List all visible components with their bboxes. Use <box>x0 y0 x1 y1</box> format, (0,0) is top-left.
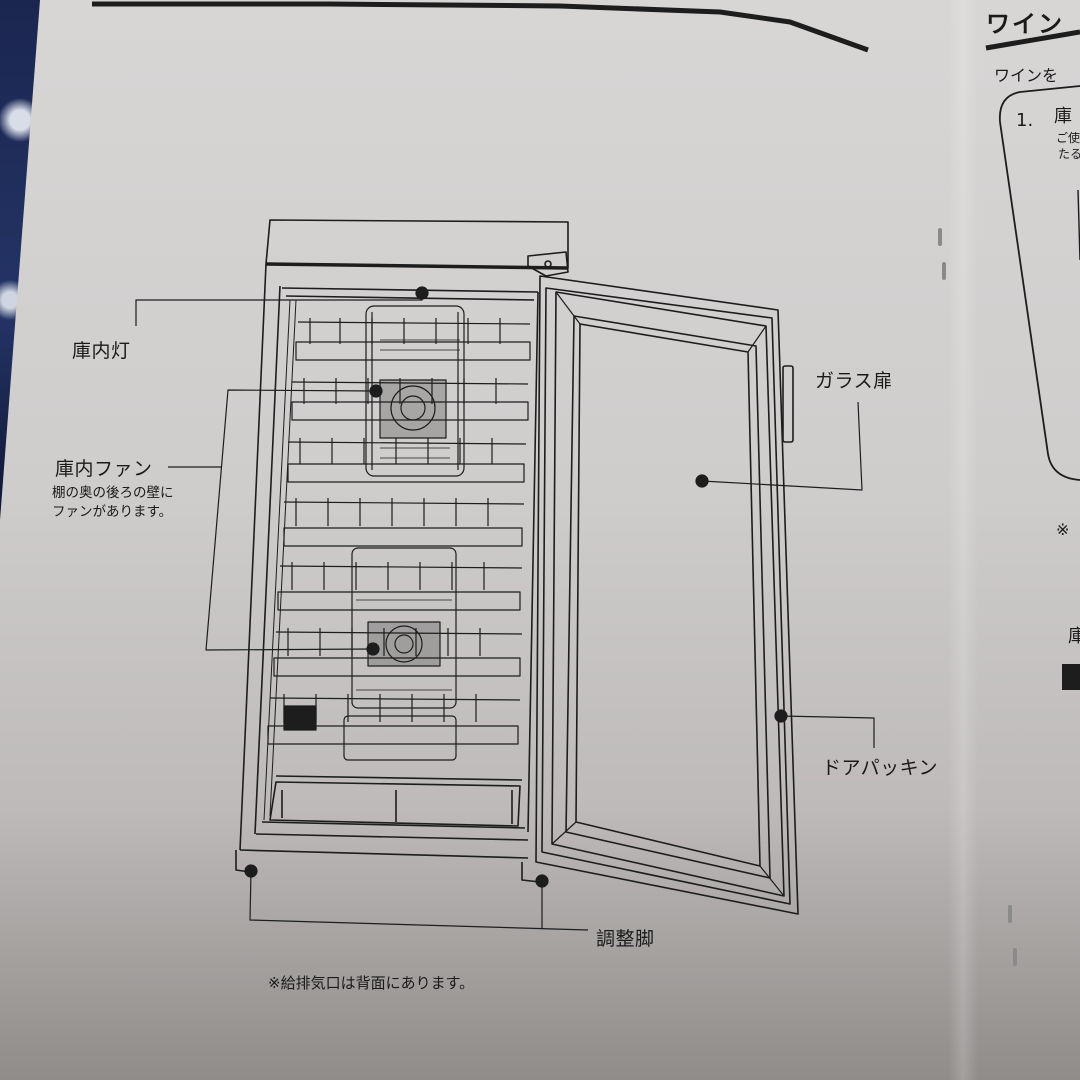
adjacent-step-heading: 庫 <box>1054 106 1072 127</box>
adjacent-step-text-1: ご使 <box>1056 131 1080 145</box>
adjacent-page-intro: ワインを <box>994 66 1059 85</box>
binding-staple <box>942 262 946 280</box>
cabinet-body <box>239 219 569 859</box>
label-interior-fan: 庫内ファン <box>55 458 153 480</box>
rack <box>273 628 523 677</box>
adjacent-title-rule <box>985 29 1080 51</box>
label-door-gasket: ドアパッキン <box>822 757 939 779</box>
door-hinge <box>527 251 569 277</box>
binding-staple <box>938 228 942 246</box>
rack <box>283 498 525 547</box>
label-interior-fan-note-1: 棚の奥の後ろの壁に <box>52 485 174 501</box>
label-adjustable-feet: 調整脚 <box>596 928 655 950</box>
binding-staple <box>1013 948 1017 966</box>
rack <box>287 438 527 483</box>
heading-rule <box>92 1 869 53</box>
rear-fan-panels <box>283 305 465 761</box>
glass-door <box>535 275 799 915</box>
rack <box>295 318 531 361</box>
label-glass-door: ガラス扉 <box>815 370 893 392</box>
binding-staple <box>1008 905 1012 923</box>
footnote-vent: ※給排気口は背面にあります。 <box>268 974 475 992</box>
rack <box>267 694 521 745</box>
label-interior-light: 庫内灯 <box>72 340 131 362</box>
adjacent-step-number: 1. <box>1016 110 1034 131</box>
adjacent-page-title: ワイン <box>986 10 1064 38</box>
adjacent-section-heading: 庫 <box>1068 626 1080 647</box>
callout-leaders <box>135 286 875 931</box>
adjacent-step-text-2: たる <box>1058 147 1080 161</box>
label-interior-fan-note-2: ファンがあります。 <box>52 504 173 520</box>
door-handle <box>782 365 794 443</box>
adjacent-note-mark: ※ <box>1056 520 1070 539</box>
adjacent-step-box <box>998 85 1080 481</box>
rack <box>277 562 523 611</box>
page-gutter <box>948 0 978 1080</box>
